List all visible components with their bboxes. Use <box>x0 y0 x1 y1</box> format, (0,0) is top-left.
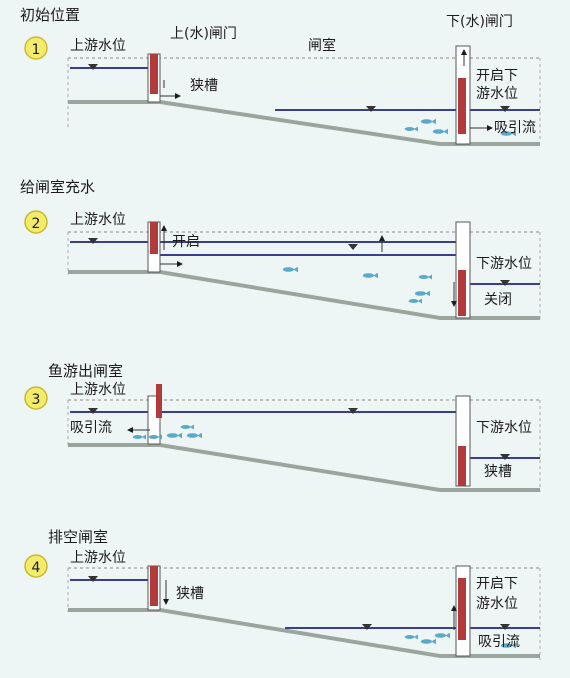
lower-gate <box>458 270 466 316</box>
slot-label: 狭槽 <box>484 464 512 480</box>
fish-icon <box>414 290 430 297</box>
upper-gate <box>150 54 158 94</box>
fish-icon <box>186 432 202 439</box>
slot-label: 狭槽 <box>190 78 218 94</box>
upstream-label: 上游水位 <box>70 212 126 228</box>
fish-icon <box>282 266 298 273</box>
step-title: 鱼游出闸室 <box>48 362 123 380</box>
fish-icon <box>166 432 182 439</box>
fish-icon <box>404 634 418 640</box>
panel-1: 初始位置 1 上游水位 上(水)闸门 闸室 <box>20 6 541 146</box>
slot-label: 狭槽 <box>176 586 204 602</box>
step-number: 3 <box>32 392 41 408</box>
fish-icon <box>180 424 194 430</box>
step-number-circle <box>24 36 48 60</box>
upper-gate <box>150 566 158 606</box>
fish-icon <box>404 126 418 132</box>
fish-icon <box>432 128 448 135</box>
water-level-marker <box>88 64 98 70</box>
upstream-label: 上游水位 <box>70 550 126 566</box>
upper-gate <box>150 222 158 254</box>
lower-open-label-2: 游水位 <box>476 596 518 612</box>
panel-3: 鱼游出闸室 3 上游水位 吸引流 下游水位 狭槽 <box>24 362 541 492</box>
channel-bed <box>68 100 540 146</box>
lower-gate <box>458 78 466 134</box>
lower-open-label-1: 开启下 <box>476 576 518 592</box>
lower-gate-label: 下(水)闸门 <box>446 14 513 30</box>
step-number-circle <box>24 554 48 578</box>
fish-icon <box>420 118 436 125</box>
upper-gate-label: 上(水)闸门 <box>170 26 237 42</box>
downstream-label: 下游水位 <box>476 256 532 272</box>
channel-bed <box>68 270 540 320</box>
suction-flow-label: 吸引流 <box>70 420 112 436</box>
lower-open-label-2: 游水位 <box>476 86 518 102</box>
lower-gate <box>458 578 466 640</box>
lower-gate <box>458 446 466 486</box>
downstream-label: 下游水位 <box>476 420 532 436</box>
closed-label: 关闭 <box>484 292 512 308</box>
fish-icon <box>420 638 436 645</box>
open-label: 开启 <box>172 234 200 250</box>
chamber-label: 闸室 <box>308 37 336 54</box>
step-number-circle <box>24 210 48 234</box>
upstream-label: 上游水位 <box>70 382 126 398</box>
lower-open-label-1: 开启下 <box>476 68 518 84</box>
fish-icon <box>408 298 422 304</box>
suction-flow-label: 吸引流 <box>494 120 536 136</box>
fish-icon <box>434 632 450 639</box>
upstream-label: 上游水位 <box>70 38 126 54</box>
step-number: 1 <box>32 42 41 58</box>
channel-bed <box>68 608 540 658</box>
panel-2: 给闸室充水 2 上游水位 开启 下游水位 关闭 <box>20 178 541 320</box>
step-title: 初始位置 <box>20 6 80 24</box>
step-number: 2 <box>32 216 41 232</box>
fish-icon <box>362 272 378 279</box>
channel-bed <box>68 443 540 492</box>
step-number: 4 <box>32 560 41 576</box>
step-title: 排空闸室 <box>48 528 108 546</box>
suction-flow-label: 吸引流 <box>478 634 520 650</box>
step-title: 给闸室充水 <box>20 178 95 196</box>
fish-icon <box>132 434 146 440</box>
panel-4: 排空闸室 4 上游水位 狭槽 开启下 游水位 吸引流 <box>24 528 541 660</box>
step-number-circle <box>24 386 48 410</box>
upper-gate <box>156 384 162 418</box>
fish-icon <box>418 274 432 280</box>
